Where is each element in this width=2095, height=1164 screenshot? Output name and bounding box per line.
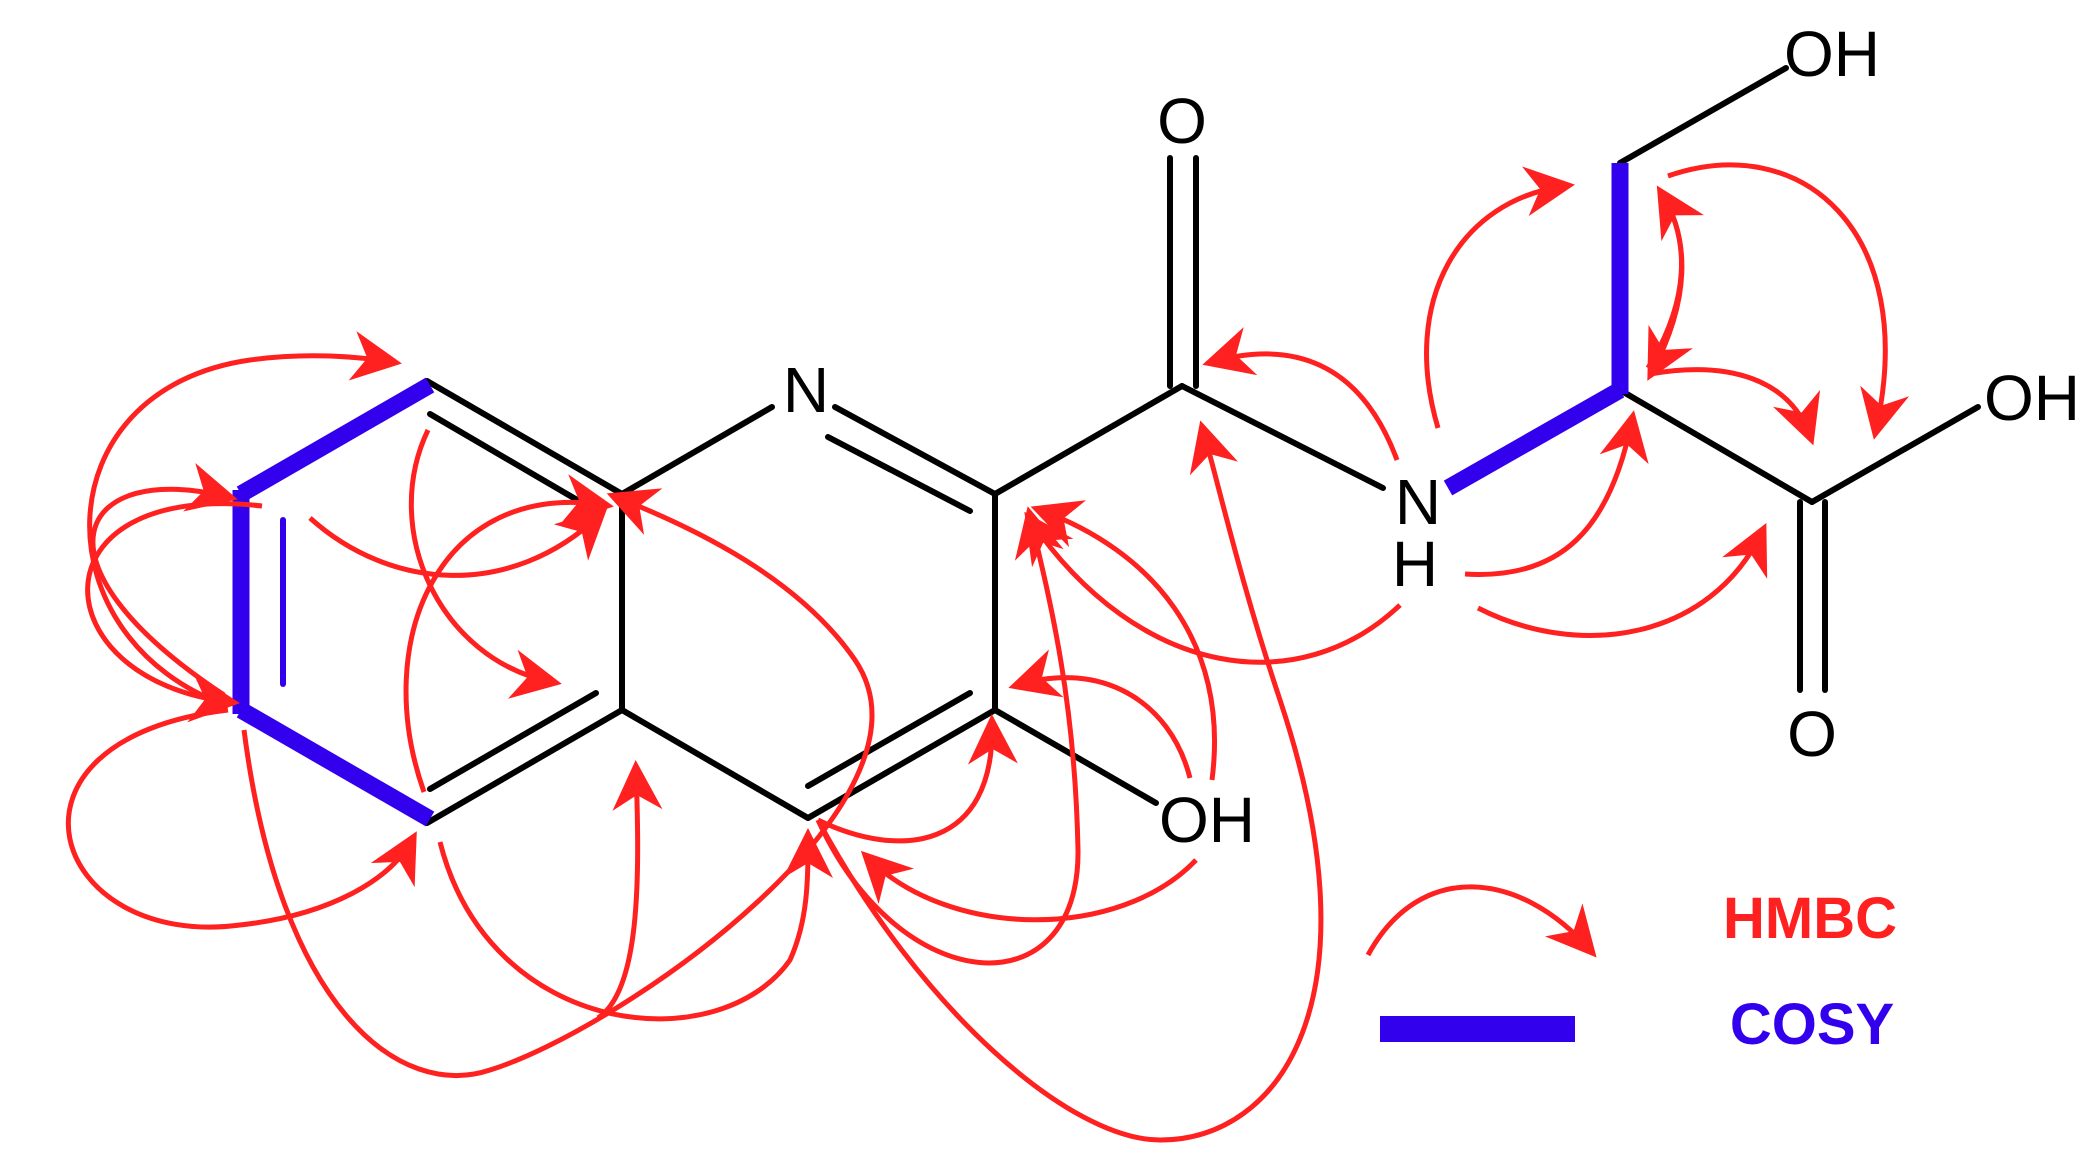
- bond-c3-c4-inner: [805, 690, 973, 789]
- amide-nitrogen-label: N: [1395, 466, 1441, 538]
- bond-calpha-cooh: [1617, 387, 1815, 505]
- hmbc-h6-c8: [65, 707, 417, 930]
- hmbc-cbeta-calpha: [1647, 192, 1693, 381]
- cosy-correlations: [232, 163, 1629, 827]
- bond-n1-c2-inner: [825, 434, 973, 514]
- hmbc-h4-c9: [815, 420, 1324, 1143]
- bond-n1-c2-outer: [832, 404, 998, 497]
- hmbc-h7-c8a: [90, 463, 238, 698]
- bond-c8a-c8-inner: [427, 690, 599, 792]
- hmbc-nh-calpha: [1464, 410, 1649, 577]
- ring-nitrogen-label: N: [783, 354, 829, 426]
- bond-c4a-c5-outer: [424, 378, 625, 497]
- hmbc-nh-c2: [1024, 511, 1402, 665]
- cosy-c7-c8: [236, 702, 435, 827]
- hmbc-h7-c5: [87, 331, 402, 709]
- bond-c9-n: [1179, 383, 1386, 491]
- bond-c2-c9: [992, 383, 1185, 497]
- phenol-hydroxyl-label: OH: [1159, 784, 1255, 856]
- bond-cbeta-oh: [1617, 65, 1789, 166]
- amide-hydrogen-label: H: [1392, 528, 1438, 600]
- hmbc-h8-c8a: [596, 760, 663, 1021]
- cosy-nh-calpha: [1443, 382, 1625, 496]
- hmbc-nh-cbeta: [1424, 166, 1575, 429]
- legend-cosy-label: COSY: [1730, 992, 1894, 1057]
- bond-c3-c4-outer: [805, 707, 998, 821]
- carbonyl-oxygen-label: O: [1157, 85, 1207, 157]
- hmbc-h7-c8a-long: [241, 488, 875, 1078]
- hmbc-h5-c7: [85, 501, 263, 723]
- hmbc-cbeta-cooh: [1667, 162, 1909, 440]
- side-chain-hydroxyl-label: OH: [1784, 18, 1880, 90]
- hmbc-oh-c2: [1030, 500, 1218, 781]
- bond-cooh-oh: [1809, 404, 1981, 505]
- acid-oxygen-label: O: [1787, 698, 1837, 770]
- hmbc-oh-c4: [860, 850, 1198, 923]
- molecular-skeleton: [280, 65, 1981, 826]
- legend: HMBC COSY: [1380, 886, 1897, 1057]
- bond-c4-c8a: [619, 707, 811, 821]
- hmbc-h6-c4a: [308, 508, 608, 578]
- bond-c3-oh: [992, 707, 1159, 806]
- hmbc-correlations: [65, 162, 1909, 1143]
- legend-hmbc-label: HMBC: [1723, 886, 1897, 951]
- cosy-c5-c6: [236, 377, 435, 502]
- hmbc-h8-c4: [437, 828, 833, 1022]
- bond-c4a-n1: [619, 404, 775, 497]
- hmbc-h8-c4a: [403, 474, 614, 793]
- hmbc-h4-c3: [816, 714, 1018, 844]
- hmbc-h5-c7-inner: [408, 428, 562, 699]
- legend-hmbc-arrow: [1365, 884, 1597, 958]
- bond-c8a-c8-outer: [424, 707, 625, 826]
- atom-labels: N O N H OH OH OH O: [783, 18, 2080, 856]
- acid-hydroxyl-label: OH: [1984, 362, 2080, 434]
- hmbc-oh-c3: [1008, 649, 1193, 779]
- hmbc-nh-cooh: [1476, 522, 1768, 638]
- hmbc-nh-c9: [1202, 327, 1400, 461]
- hmbc-calpha-cooh: [1649, 367, 1821, 446]
- hmbc-h4-c2: [815, 506, 1081, 966]
